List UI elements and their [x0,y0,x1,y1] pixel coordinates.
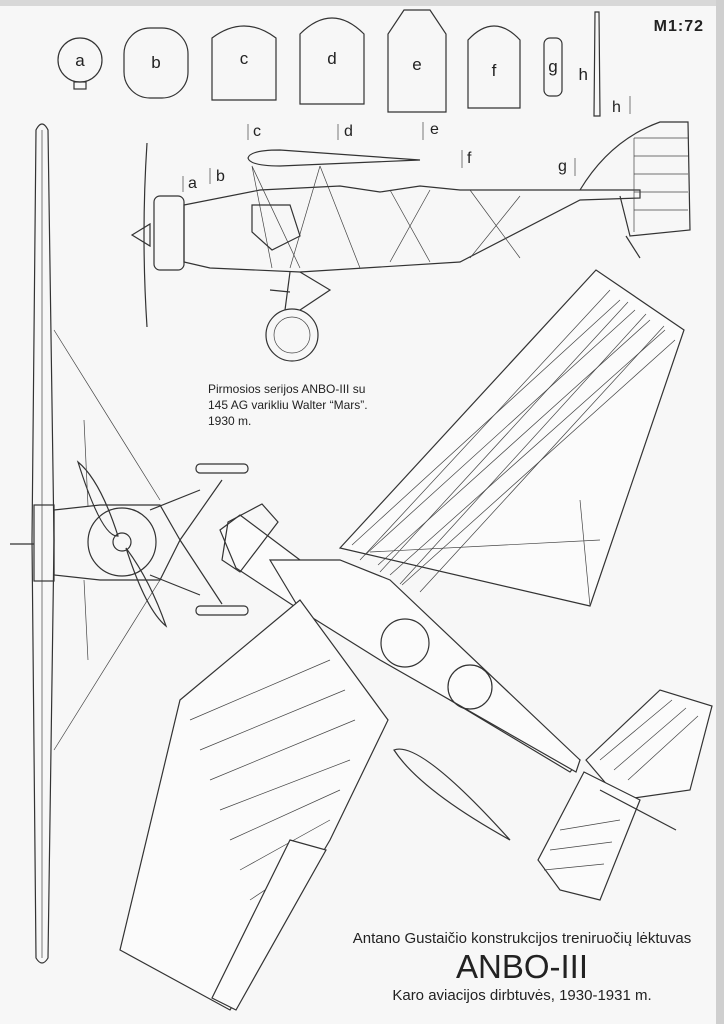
plan-view [119,269,713,1011]
svg-text:g: g [548,57,557,76]
rear-cockpit [447,664,493,710]
engine [153,195,185,271]
svg-text:f: f [467,150,472,167]
svg-text:d: d [344,123,353,140]
propeller [143,142,148,328]
caption-line-3: 1930 m. [208,414,252,428]
svg-text:h: h [579,65,588,84]
svg-text:f: f [492,61,497,80]
front-fuselage [53,504,181,581]
fuselage [183,185,641,273]
svg-text:h: h [612,99,621,116]
station-labels: a b c d e f g h [182,96,631,192]
scan-edge-right [716,0,724,1024]
svg-text:b: b [216,168,225,185]
subtitle: Antano Gustaičio konstrukcijos treniruoč… [352,930,692,947]
plan-wing-right [338,269,685,607]
main-wheel [265,308,319,362]
caption-line-2: 145 AG varikliu Walter “Mars”. [208,398,368,412]
svg-text:c: c [253,123,261,140]
svg-text:c: c [240,49,249,68]
caption-line-1: Pirmosios serijos ANBO-III su [208,382,366,396]
caption: Pirmosios serijos ANBO-III su 145 AG var… [208,381,408,429]
side-view: a b c d e f g h [130,96,691,362]
front-wheel-bottom [195,605,249,616]
section-a: a [57,37,103,90]
front-engine [87,507,157,577]
svg-text:e: e [430,121,439,138]
plan-engine [221,503,279,573]
section-h: h [579,11,601,117]
front-wing [31,123,55,964]
front-cockpit [380,618,430,668]
section-c: c [211,25,277,101]
svg-text:d: d [327,49,336,68]
scale-label: M1:72 [653,18,704,35]
svg-text:g: g [558,158,567,175]
airfoil-profile [393,748,511,841]
front-propeller [76,460,168,628]
section-g: g [543,37,563,97]
scan-edge-top [0,0,724,6]
front-view [10,123,249,964]
svg-text:a: a [188,175,197,192]
manufacturer: Karo aviacijos dirbtuvės, 1930-1931 m. [392,987,652,1004]
plan-wing-left [119,599,389,1011]
aircraft-title: ANBO-III [455,948,589,985]
section-d: d [299,17,365,105]
front-wheel-top [195,463,249,474]
upper-wing [247,149,421,167]
section-e: e [387,9,447,113]
svg-text:a: a [75,51,85,70]
svg-text:e: e [412,55,421,74]
title-block: Antano Gustaičio konstrukcijos treniruoč… [320,930,724,1004]
section-f: f [467,25,521,109]
section-b: b [123,27,189,99]
svg-text:b: b [151,53,160,72]
cross-sections: a b c d e f g h [57,9,601,117]
